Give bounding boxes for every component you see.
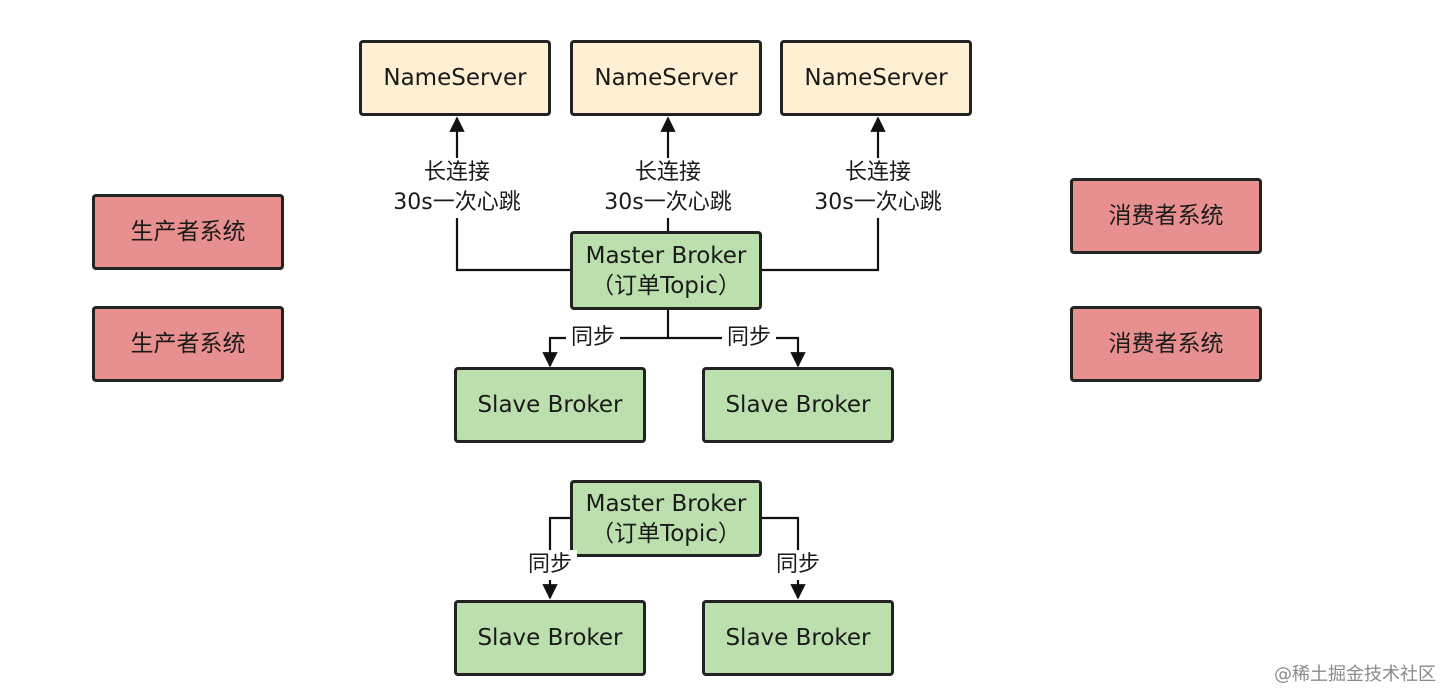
nameserver-box-3: NameServer xyxy=(780,40,972,116)
master-broker-title: Master Broker xyxy=(585,490,747,517)
nameserver-box-1: NameServer xyxy=(359,40,551,116)
heartbeat-label-left: 长连接 30s一次心跳 xyxy=(372,158,542,218)
slave-broker-label: Slave Broker xyxy=(725,625,871,651)
slave-broker-bottom-1: Slave Broker xyxy=(454,600,646,676)
producer-box-1: 生产者系统 xyxy=(92,194,284,270)
slave-broker-label: Slave Broker xyxy=(477,625,623,651)
nameserver-box-2: NameServer xyxy=(570,40,762,116)
slave-broker-bottom-2: Slave Broker xyxy=(702,600,894,676)
sync-line-top-right xyxy=(668,336,806,368)
master-broker-topic: （订单Topic） xyxy=(591,520,741,547)
nameserver-label: NameServer xyxy=(804,65,948,91)
producer-box-2: 生产者系统 xyxy=(92,306,284,382)
sync-label-top-left: 同步 xyxy=(566,323,620,353)
master-broker-title: Master Broker xyxy=(585,242,747,269)
master-broker-bottom: Master Broker （订单Topic） xyxy=(570,480,762,557)
slave-broker-label: Slave Broker xyxy=(725,392,871,418)
sync-line-top-left xyxy=(542,336,668,368)
master-broker-top: Master Broker （订单Topic） xyxy=(570,231,762,310)
master-broker-topic: （订单Topic） xyxy=(591,272,741,299)
consumer-box-2: 消费者系统 xyxy=(1070,306,1262,382)
producer-label: 生产者系统 xyxy=(130,219,246,245)
nameserver-label: NameServer xyxy=(383,65,527,91)
consumer-box-1: 消费者系统 xyxy=(1070,178,1262,254)
producer-label: 生产者系统 xyxy=(130,331,246,357)
sync-label-top-right: 同步 xyxy=(722,323,776,353)
consumer-label: 消费者系统 xyxy=(1108,203,1224,229)
slave-broker-top-2: Slave Broker xyxy=(702,367,894,443)
watermark-text: @稀土掘金技术社区 xyxy=(1274,664,1436,685)
sync-label-bottom-left: 同步 xyxy=(523,550,577,580)
consumer-label: 消费者系统 xyxy=(1108,331,1224,357)
slave-broker-label: Slave Broker xyxy=(477,392,623,418)
slave-broker-top-1: Slave Broker xyxy=(454,367,646,443)
sync-label-bottom-right: 同步 xyxy=(771,550,825,580)
heartbeat-label-right: 长连接 30s一次心跳 xyxy=(793,158,963,218)
heartbeat-label-center: 长连接 30s一次心跳 xyxy=(583,158,753,218)
nameserver-label: NameServer xyxy=(594,65,738,91)
